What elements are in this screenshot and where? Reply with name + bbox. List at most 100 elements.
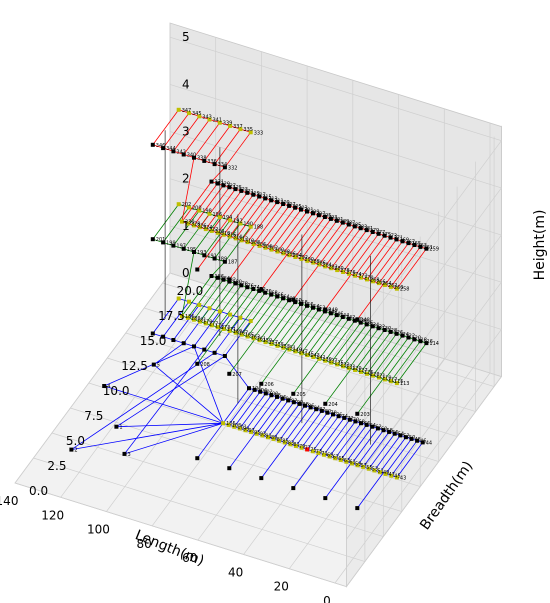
network-node [420,440,425,445]
node-label: 276 [346,270,356,276]
wing-edge [173,304,200,341]
corridor-edge [360,237,391,278]
network-node [305,209,309,214]
network-node [266,435,270,440]
node-label: 95 [254,430,260,436]
node-label: 158 [298,300,308,306]
node-label: 331 [215,180,225,186]
network-node [176,296,181,301]
node-label: 190 [243,222,253,228]
network-node [382,377,387,382]
node-label: 339 [223,121,233,127]
corridor-edge [374,435,401,471]
network-node [299,445,304,450]
network-node [323,358,328,363]
network-node [257,194,262,199]
wing-edge [162,112,190,149]
wing-edge [162,301,190,337]
node-label: 164 [280,295,290,301]
corridor-edge [193,185,224,226]
node-label: 260 [394,285,404,291]
corridor-edge [330,227,362,269]
network-node [311,260,316,265]
wing-edge [214,223,241,259]
network-node [424,341,429,346]
corridor-edge [253,298,284,339]
network-node [197,303,202,307]
node-label: 174 [250,285,260,291]
corridor-edge [306,220,338,262]
node-label: 196 [213,212,223,218]
node-label: 142 [346,315,356,321]
network-node [364,228,369,233]
node-label: 57 [361,463,367,469]
network-node [176,202,181,207]
network-node [382,233,387,238]
corridor-edge [306,414,334,450]
node-label: 294 [292,253,302,259]
node-label: 258 [400,287,410,293]
network-node [69,447,74,452]
wing-edge [193,311,221,347]
node-label: 345 [192,111,202,117]
z-tick-label: 3 [182,125,190,139]
corridor-edge [205,188,236,230]
node-label: 168 [268,291,278,297]
network-node [294,443,298,448]
corridor-edge [318,224,350,265]
node-label: 200 [192,205,202,211]
node-label: 309 [280,200,290,206]
room-edge [292,264,320,300]
network-node [365,277,369,282]
network-node [245,190,250,195]
network-node [237,426,242,431]
network-node [305,447,310,452]
grid-line [33,457,366,562]
network-node [412,337,417,342]
network-node [377,375,381,380]
exit-edge [104,346,195,387]
room-edge [292,452,320,489]
node-label: 333 [254,130,264,136]
network-node [209,274,214,278]
node-label: 97 [249,428,255,434]
node-label: 327 [226,183,236,189]
exit-edge [104,385,224,424]
network-node [394,237,399,242]
corridor-edge [239,393,267,429]
node-label: 154 [310,304,320,310]
node-label: 64 [370,423,376,429]
network-node [364,422,369,427]
network-node [305,353,310,358]
node-label: 143 [310,353,320,359]
network-node [291,297,296,302]
node-label: 134 [370,322,380,328]
node-label: 126 [394,330,404,336]
network-node [207,117,212,122]
node-label: 78 [330,411,336,417]
node-label: 275 [382,232,392,238]
network-node [311,211,315,216]
node-label: 56 [392,430,398,436]
node-label: 305 [292,204,302,210]
corridor-edge [342,326,374,367]
node-label: 89 [271,435,277,441]
node-label: 157 [269,340,279,346]
node-label: 176 [244,283,254,289]
corridor-edge [379,436,407,473]
node-label: 197 [176,244,186,250]
node-label: 80 [325,409,331,415]
node-label: 147 [298,349,308,355]
network-node [275,249,280,254]
node-label: 269 [400,237,410,243]
node-label: 96 [280,395,286,401]
network-node [192,155,196,160]
grid-line [107,357,439,462]
corridor-edge [223,288,254,330]
room-edge [228,244,256,280]
network-node [311,305,315,310]
network-node [376,231,381,236]
network-node [280,396,285,401]
network-node [222,354,227,358]
network-node [187,111,191,116]
